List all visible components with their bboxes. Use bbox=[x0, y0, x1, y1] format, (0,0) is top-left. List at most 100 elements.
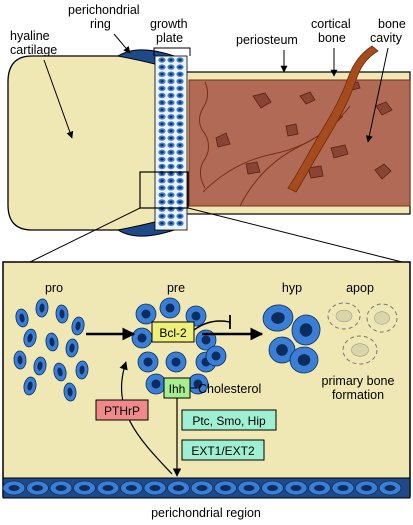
apoptotic-cell bbox=[366, 303, 398, 333]
label-bone-cavity-1: bone bbox=[378, 17, 406, 31]
zoom-line-left bbox=[29, 207, 141, 263]
bcl2-label: Bcl-2 bbox=[159, 326, 187, 340]
apoptotic-cell bbox=[342, 335, 378, 365]
perichondrial-cell bbox=[120, 480, 143, 496]
growth-plate-cell bbox=[167, 71, 175, 77]
growth-plate-cell bbox=[158, 142, 166, 148]
hypertrophic-cell bbox=[268, 336, 296, 364]
proliferative-cells bbox=[13, 298, 89, 402]
proliferative-cell bbox=[55, 304, 69, 324]
prehypertrophic-cell bbox=[159, 297, 181, 319]
growth-plate-cell bbox=[167, 185, 175, 191]
prehypertrophic-cell bbox=[185, 305, 207, 327]
proliferative-cell bbox=[23, 376, 37, 396]
growth-plate-cell bbox=[176, 163, 184, 170]
prehypertrophic-cell bbox=[165, 351, 187, 373]
growth-plate-cell bbox=[167, 213, 175, 219]
growth-plate-cell bbox=[176, 78, 184, 85]
perichondrial-cell bbox=[26, 480, 49, 496]
label-periosteum: periosteum bbox=[236, 33, 298, 47]
perichondrial-cell bbox=[214, 480, 237, 496]
growth-plate-cell bbox=[158, 114, 166, 120]
growth-plate-cell bbox=[176, 57, 184, 63]
perichondrial-cell bbox=[284, 480, 308, 496]
growth-plate-cell bbox=[158, 64, 166, 70]
growth-plate-cell bbox=[176, 142, 184, 148]
inhibition-arrow-icon bbox=[193, 320, 231, 331]
label-cortical-bone-2: bone bbox=[318, 31, 346, 45]
growth-plate-cell bbox=[176, 206, 184, 212]
growth-plate-cell bbox=[176, 192, 184, 198]
growth-plate-cell bbox=[176, 64, 184, 70]
bracket-growth-plate bbox=[153, 47, 191, 56]
zone-label-hyp: hyp bbox=[282, 281, 302, 295]
outcome-label-2: formation bbox=[332, 388, 384, 402]
growth-plate-cell bbox=[176, 178, 184, 184]
zoom-box bbox=[139, 171, 189, 209]
growth-plate-cell bbox=[158, 213, 166, 219]
growth-plate-cell bbox=[158, 178, 166, 184]
proliferative-cell bbox=[65, 338, 79, 358]
hypertrophic-cell bbox=[291, 314, 321, 346]
growth-plate-cell bbox=[158, 185, 166, 191]
prehypertrophic-cell bbox=[187, 373, 209, 395]
label-growth-plate-1: growth bbox=[150, 17, 188, 31]
ext-label: EXT1/EXT2 bbox=[191, 444, 255, 458]
growth-plate-cell bbox=[167, 99, 175, 106]
growth-plate-cell bbox=[158, 92, 166, 99]
perichondrial-cells bbox=[2, 480, 402, 496]
growth-plate-cell bbox=[158, 220, 166, 226]
zone-label-pre: pre bbox=[167, 281, 185, 295]
proliferative-cell bbox=[13, 350, 27, 370]
zoom-line-right bbox=[187, 207, 403, 263]
growth-plate-cell bbox=[176, 128, 184, 134]
label-perichondrial-ring-2: ring bbox=[90, 17, 111, 31]
growth-plate-cell bbox=[158, 71, 166, 77]
growth-plate-cell bbox=[167, 92, 175, 99]
hyaline-cartilage bbox=[7, 55, 161, 231]
growth-plate-cell bbox=[167, 149, 175, 155]
perichondrial-cell bbox=[237, 480, 261, 496]
growth-plate-cell bbox=[176, 220, 184, 226]
receptor-box bbox=[181, 409, 277, 431]
growth-plate-cell bbox=[167, 192, 175, 198]
apoptotic-cells bbox=[327, 302, 398, 365]
proliferative-cell bbox=[71, 316, 85, 336]
label-bone-cavity-2: cavity bbox=[370, 31, 403, 45]
prehypertrophic-cell bbox=[135, 303, 157, 325]
growth-plate-cell bbox=[176, 92, 184, 99]
perichondrial-cell bbox=[355, 480, 378, 496]
label-cortical-bone-1: cortical bbox=[311, 17, 351, 31]
growth-plate-cell bbox=[167, 85, 175, 92]
blood-vessel-icon bbox=[287, 45, 379, 193]
bcl2-box bbox=[151, 321, 195, 343]
growth-plate-cell bbox=[176, 85, 184, 92]
perichondrial-cell bbox=[143, 480, 167, 496]
receptor-label: Ptc, Smo, Hip bbox=[192, 414, 266, 428]
hypertrophic-cells bbox=[262, 304, 321, 374]
growth-plate-cell bbox=[158, 206, 166, 212]
growth-plate-cell bbox=[167, 128, 175, 134]
zone-label-apop: apop bbox=[346, 281, 374, 295]
growth-plate-cell bbox=[176, 199, 184, 205]
growth-plate-cell bbox=[176, 71, 184, 77]
perichondrial-cell bbox=[378, 480, 402, 496]
growth-plate-cell bbox=[176, 114, 184, 120]
growth-plate-cell bbox=[158, 192, 166, 198]
growth-plate-cell bbox=[176, 156, 184, 163]
ihh-label: Ihh bbox=[169, 382, 186, 396]
label-perichondrial-ring-1: perichondrial bbox=[68, 3, 140, 17]
proliferative-cell bbox=[75, 360, 89, 380]
perichondrial-cell bbox=[308, 480, 331, 496]
growth-plate-cell bbox=[158, 163, 166, 170]
growth-plate-cell bbox=[176, 99, 184, 106]
growth-plate-cell bbox=[176, 213, 184, 219]
proliferative-cell bbox=[33, 356, 47, 376]
label-hyaline-cartilage-1: hyaline bbox=[10, 29, 50, 43]
growth-plate-cell bbox=[167, 199, 175, 205]
growth-plate-cell bbox=[158, 135, 166, 141]
proliferative-cell bbox=[63, 382, 77, 402]
growth-plate-cell bbox=[176, 149, 184, 155]
growth-plate-cell bbox=[176, 121, 184, 127]
